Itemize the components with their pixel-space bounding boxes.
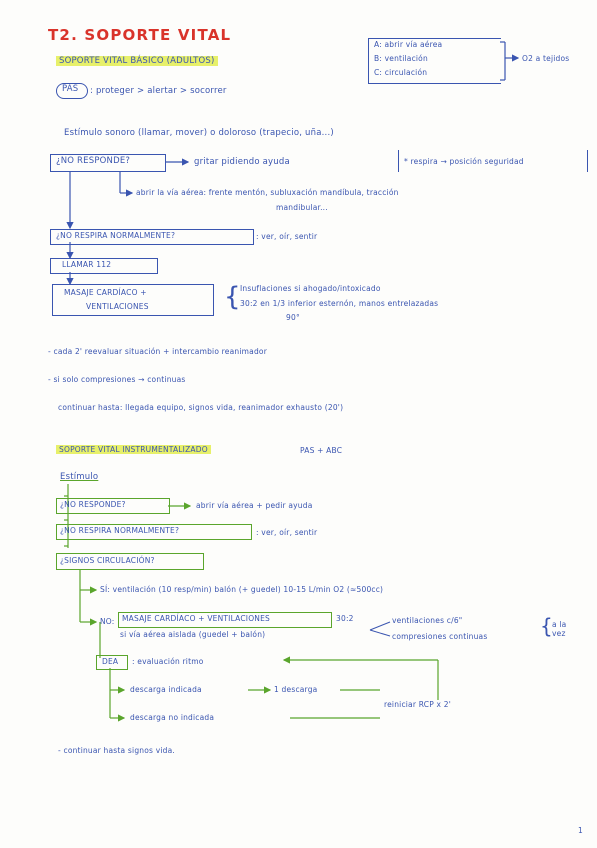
masaje-brace: { — [224, 282, 241, 312]
page-title: T2. SOPORTE VITAL — [48, 26, 232, 44]
abc-a: A: abrir vía aérea — [374, 40, 443, 49]
sva-abrir: abrir vía aérea + pedir ayuda — [196, 501, 313, 510]
dea-box — [96, 655, 128, 670]
sva-estimulo: Estímulo — [60, 472, 99, 482]
descarga-no-indicada: descarga no indicada — [130, 713, 215, 722]
svb-no-responde-box — [50, 154, 166, 172]
nota-3: continuar hasta: llegada equipo, signos … — [58, 403, 344, 412]
svb-heading: SOPORTE VITAL BÁSICO (ADULTOS) — [56, 56, 218, 66]
abc-c: C: circulación — [374, 68, 428, 77]
pas-oval — [56, 83, 88, 99]
dea-label: DEA — [102, 657, 119, 666]
abc-box — [368, 38, 501, 84]
sva-no-ratio: 30:2 — [336, 614, 354, 623]
insuf-text: Insuflaciones si ahogado/intoxicado — [240, 284, 381, 293]
page-number: 1 — [578, 826, 583, 835]
descarga-indicada: descarga indicada — [130, 685, 202, 694]
pas-label: PAS — [62, 84, 79, 94]
pas-text: : proteger > alertar > socorrer — [90, 86, 227, 96]
sva-no-respira: ¿NO RESPIRA NORMALMENTE? — [60, 526, 180, 535]
dea-eval: : evaluación ritmo — [132, 657, 204, 666]
signos-box — [56, 553, 204, 570]
a-la-vez-brace: { — [540, 614, 553, 638]
abc-b: B: ventilación — [374, 54, 428, 63]
sva-si: SÍ: ventilación (10 resp/min) balón (+ g… — [100, 585, 384, 594]
svb-no-respira-box — [50, 229, 254, 245]
signos-text: ¿SIGNOS CIRCULACIÓN? — [60, 556, 155, 565]
nota-1: - cada 2' reevaluar situación + intercam… — [48, 347, 267, 356]
abrir-via-text-2: mandibular... — [276, 203, 328, 212]
sva-no-box-text: MASAJE CARDÍACO + VENTILACIONES — [122, 614, 271, 623]
masaje-line-1: MASAJE CARDÍACO + — [64, 288, 147, 297]
sva-heading: SOPORTE VITAL INSTRUMENTALIZADO — [56, 445, 211, 454]
masaje-line-2: VENTILACIONES — [86, 302, 149, 311]
llamar-box — [50, 258, 158, 274]
comp-cont: compresiones continuas — [392, 632, 488, 641]
una-descarga: 1 descarga — [274, 685, 318, 694]
ratio-text: 30:2 en 1/3 inferior esternón, manos ent… — [240, 299, 439, 308]
abc-target: O2 a tejidos — [522, 54, 570, 63]
pedir-ayuda: gritar pidiendo ayuda — [194, 157, 290, 167]
masaje-box — [52, 284, 214, 316]
sva-no-label: NO: — [100, 617, 115, 626]
reiniciar-rcp: reiniciar RCP x 2' — [384, 700, 451, 709]
abrir-via-text: abrir la vía aérea: frente mentón, sublu… — [136, 188, 399, 197]
sva-no-responde-box — [56, 498, 170, 514]
a-la-vez: a la vez — [552, 620, 567, 638]
recovery-bracket — [398, 150, 588, 172]
sva-no-respira-box — [56, 524, 252, 540]
stimulus-text: Estímulo sonoro (llamar, mover) o doloro… — [64, 128, 334, 138]
sva-ver-oir: : ver, oír, sentir — [256, 528, 318, 537]
sva-no-sub: si vía aérea aislada (guedel + balón) — [120, 630, 266, 639]
sva-continuar: - continuar hasta signos vida. — [58, 746, 175, 755]
llamar-text: LLAMAR 112 — [62, 260, 112, 269]
vent-6: ventilaciones c/6" — [392, 616, 463, 625]
svb-ver-oir: : ver, oír, sentir — [256, 232, 318, 241]
svb-no-responde: ¿NO RESPONDE? — [56, 156, 131, 166]
sva-no-responde: ¿NO RESPONDE? — [60, 500, 126, 509]
nota-2: - si solo compresiones → continuas — [48, 375, 186, 384]
svb-no-respira: ¿NO RESPIRA NORMALMENTE? — [56, 231, 176, 240]
recovery-text: * respira → posición seguridad — [404, 157, 524, 166]
sva-no-box — [118, 612, 332, 628]
angle-text: 90° — [286, 313, 300, 322]
sva-pas-abc: PAS + ABC — [300, 446, 343, 455]
